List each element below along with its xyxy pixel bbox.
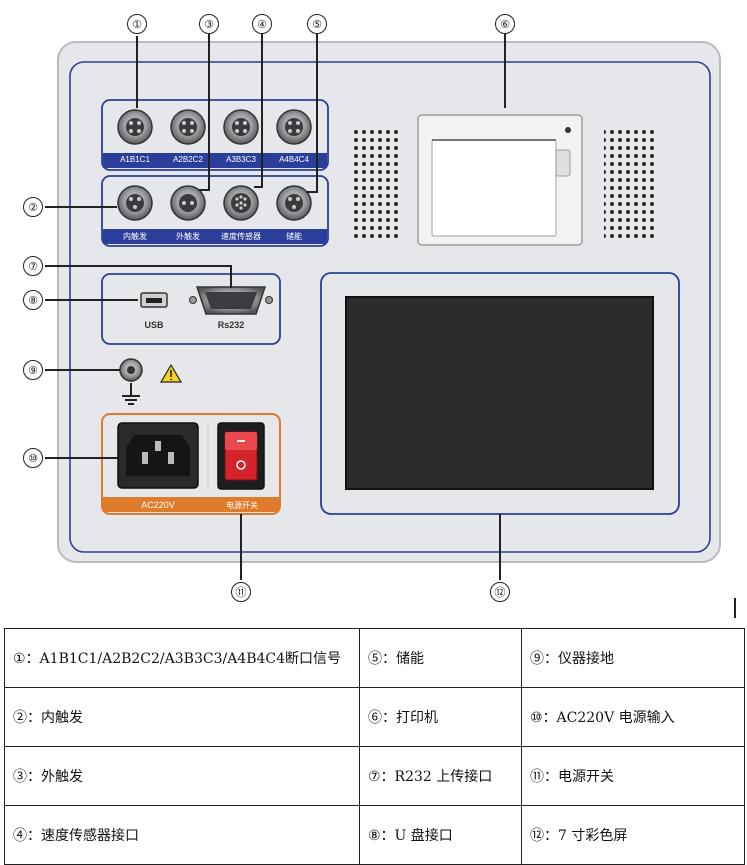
connector-energy-storage [276, 185, 312, 221]
warning-icon [159, 363, 183, 383]
label-external-trigger: 外触发 [176, 232, 200, 241]
connector-group-1-band [103, 153, 327, 168]
power-group-frame [101, 413, 281, 515]
legend-cell: ⑦：R232 上传接口 [359, 746, 522, 806]
legend-cell: ⑨：仪器接地 [521, 628, 745, 688]
legend-row: ①：A1B1C1/A2B2C2/A3B3C3/A4B4C4断口信号 ⑤：储能 ⑨… [4, 628, 745, 688]
connector-a1b1c1 [117, 109, 153, 145]
callout-6: ⑥ [495, 14, 515, 34]
label-a2b2c2: A2B2C2 [173, 155, 203, 164]
display-screen [345, 296, 654, 490]
callout-2: ② [23, 197, 43, 217]
legend-cell: ⑥：打印机 [359, 687, 522, 747]
printer-indicator [565, 127, 571, 133]
label-a3b3c3: A3B3C3 [226, 155, 256, 164]
legend-cell: ②：内触发 [4, 687, 360, 747]
connector-a4b4c4 [276, 109, 312, 145]
legend-cell: ⑪：电源开关 [521, 746, 745, 806]
legend-row: ②：内触发 ⑥：打印机 ⑩：AC220V 电源输入 [4, 687, 745, 747]
callout-lines [45, 34, 506, 580]
ground-terminal [119, 358, 143, 405]
legend-row: ③：外触发 ⑦：R232 上传接口 ⑪：电源开关 [4, 746, 745, 806]
callout-5: ⑤ [307, 14, 327, 34]
callout-1: ① [127, 14, 147, 34]
legend-cell: ①：A1B1C1/A2B2C2/A3B3C3/A4B4C4断口信号 [4, 628, 360, 688]
connector-group-1-frame [101, 99, 329, 171]
connector-external-trigger [170, 185, 206, 221]
ac-inlet [117, 422, 199, 489]
label-power-switch: 电源开关 [226, 501, 258, 510]
callout-10: ⑩ [23, 448, 43, 468]
legend-cell: ③：外触发 [4, 746, 360, 806]
label-a1b1c1: A1B1C1 [120, 155, 150, 164]
connector-a2b2c2 [170, 109, 206, 145]
callout-12: ⑫ [490, 582, 510, 602]
label-internal-trigger: 内触发 [123, 232, 147, 241]
panel-border [69, 61, 711, 553]
printer-latch [555, 149, 571, 177]
callout-4: ④ [252, 14, 272, 34]
legend-cell: ⑤：储能 [359, 628, 522, 688]
legend-cell: ⑩：AC220V 电源输入 [521, 687, 745, 747]
callout-9: ⑨ [23, 360, 43, 380]
connector-group-2-frame [101, 175, 329, 247]
legend-table: ①：A1B1C1/A2B2C2/A3B3C3/A4B4C4断口信号 ⑤：储能 ⑨… [4, 628, 745, 865]
callout-11: ⑪ [231, 582, 251, 602]
power-switch [217, 422, 265, 490]
legend-row: ④：速度传感器接口 ⑧：U 盘接口 ⑫：7 寸彩色屏 [4, 805, 745, 865]
text-cursor-mark [734, 598, 736, 618]
connector-a3b3c3 [223, 109, 259, 145]
power-group-band [103, 497, 279, 512]
callout-3: ③ [199, 14, 219, 34]
io-group-frame [101, 273, 281, 345]
label-energy-storage: 储能 [286, 232, 302, 241]
legend-cell: ④：速度传感器接口 [4, 805, 360, 865]
instrument-panel-diagram: ① ② ③ ④ ⑤ ⑥ ⑦ ⑧ ⑨ ⑩ ⑪ ⑫ A1B1C1 A2B2C2 A3… [23, 14, 721, 602]
legend-cell: ⑧：U 盘接口 [359, 805, 522, 865]
panel-drawing [45, 34, 721, 580]
label-speed-sensor: 速度传感器 [221, 232, 261, 241]
speaker-grille-left [350, 128, 402, 238]
connector-speed-sensor [223, 185, 259, 221]
speaker-grille-right [604, 128, 656, 238]
label-rs232: Rs232 [217, 320, 245, 330]
callout-8: ⑧ [23, 290, 43, 310]
label-a4b4c4: A4B4C4 [279, 155, 309, 164]
printer-cover [431, 139, 557, 237]
connector-group-2-band [103, 229, 327, 244]
callout-7: ⑦ [23, 256, 43, 276]
connector-internal-trigger [117, 185, 153, 221]
label-usb: USB [144, 320, 164, 330]
legend-cell: ⑫：7 寸彩色屏 [521, 805, 745, 865]
label-ac220v: AC220V [141, 500, 175, 510]
